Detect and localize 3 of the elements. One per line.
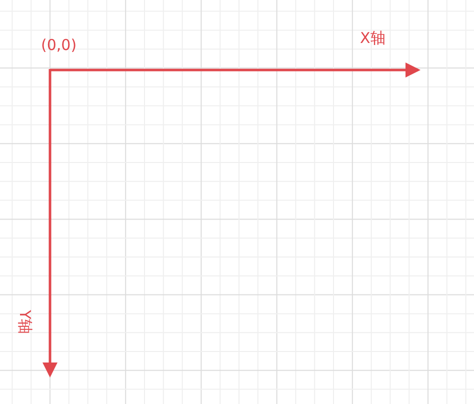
origin-label: (0,0)	[41, 38, 77, 53]
axis-label: Y轴	[17, 310, 32, 334]
axis-label: X轴	[360, 31, 386, 46]
